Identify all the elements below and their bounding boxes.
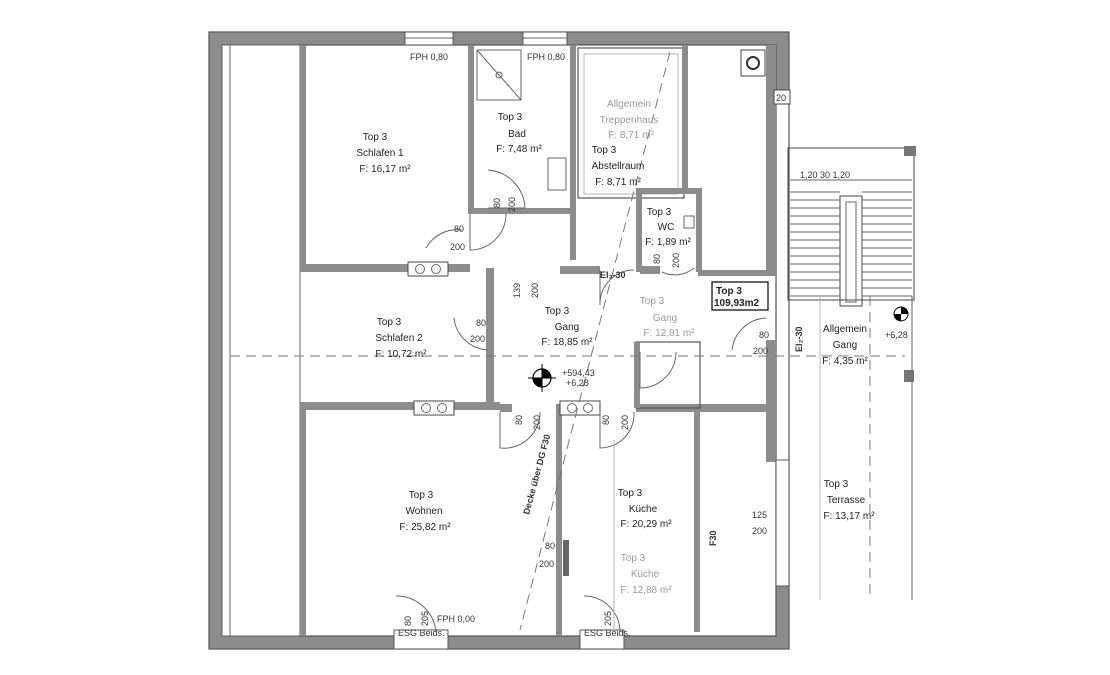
door-dim: 80 — [492, 198, 502, 208]
door-dim: 80 — [403, 616, 413, 626]
esg-label-1: ESG Beids. — [398, 628, 445, 638]
schlafen1-title: Top 3 — [363, 132, 388, 143]
unit-total: 109,93m2 — [714, 298, 759, 309]
gang-name: Gang — [555, 322, 579, 333]
schlafen2-name: Schlafen 2 — [375, 333, 423, 344]
door-dimensions: 80 200 80 200 139 200 80 200 80 200 80 2… — [403, 197, 769, 626]
fixtures — [476, 49, 695, 229]
level-value-2: +6,28 — [566, 378, 589, 388]
treppenhaus-name: Treppenhaus — [600, 115, 659, 126]
door-dim: 125 — [752, 510, 767, 520]
level-marker — [528, 306, 909, 392]
wc-name: WC — [658, 222, 675, 233]
door-dim: 80 — [652, 254, 662, 264]
schlafen2-title: Top 3 — [377, 317, 402, 328]
schlafen1-name: Schlafen 1 — [356, 148, 404, 159]
gang-old-area: F: 12,81 m² — [643, 328, 695, 339]
kueche-old-name: Küche — [631, 569, 660, 580]
room-labels: Top 3 Schlafen 1 F: 16,17 m² Top 3 Bad F… — [356, 99, 875, 596]
door-dim: 80 — [601, 415, 611, 425]
wohnen-area: F: 25,82 m² — [399, 522, 451, 533]
allg-gang-name: Gang — [833, 340, 857, 351]
reference-lines — [230, 51, 905, 631]
treppenhaus-title: Allgemein — [607, 99, 651, 110]
ei30-label-1: EI₂-30 — [600, 270, 626, 280]
schlafen1-area: F: 16,17 m² — [359, 164, 411, 175]
fph-label-3: FPH 0,00 — [437, 614, 475, 624]
unit-title: Top 3 — [716, 286, 742, 297]
kueche-name: Küche — [629, 504, 658, 515]
allg-gang-title: Allgemein — [823, 324, 867, 335]
kueche-title: Top 3 — [618, 488, 643, 499]
wc-title: Top 3 — [647, 207, 672, 218]
allg-gang-area: F: 4,35 m² — [822, 356, 868, 367]
door-dim: 200 — [753, 346, 768, 356]
door-dim: 205 — [603, 611, 613, 626]
door-dim: 205 — [420, 611, 430, 626]
door-dim: 200 — [620, 415, 630, 430]
door-dim: 139 — [512, 283, 522, 298]
door-dim: 200 — [671, 253, 681, 268]
terrasse-name: Terrasse — [827, 495, 866, 506]
decke-label: Decke über DG F30 — [521, 433, 552, 515]
left-strip — [221, 44, 301, 637]
treppenhaus-area: F: 8,71 m² — [608, 130, 654, 141]
terrasse-title: Top 3 — [824, 479, 849, 490]
door-dim: 80 — [476, 318, 486, 328]
window-labels: FPH 0,80 FPH 0,80 FPH 0,00 ESG Beids. ES… — [398, 52, 631, 638]
gang-title: Top 3 — [545, 306, 570, 317]
door-dim: 200 — [530, 283, 540, 298]
door-swings — [395, 169, 767, 633]
gang-old-title: Top 3 — [640, 296, 665, 307]
abstellraum-title: Top 3 — [592, 145, 617, 156]
door-dim: 200 — [752, 526, 767, 536]
kueche-old-title: Top 3 — [621, 553, 646, 564]
level-value-1: +594,43 — [562, 368, 595, 378]
door-dim: 200 — [507, 197, 517, 212]
windows — [393, 31, 790, 650]
door-dim: 80 — [514, 415, 524, 425]
stair-dimension: 1,20 30 1,20 — [800, 170, 850, 180]
schlafen2-area: F: 10,72 m² — [375, 349, 427, 360]
gang-old-name: Gang — [653, 313, 677, 324]
door-dim: 200 — [470, 334, 485, 344]
esg-label-2: ESG Beids. — [584, 628, 631, 638]
stair-count: 20 — [776, 93, 786, 103]
ei30-label-2: EI₂-30 — [794, 326, 804, 352]
abstellraum-name: Abstellraum — [592, 161, 645, 172]
door-dim: 200 — [539, 559, 554, 569]
kueche-area: F: 20,29 m² — [620, 519, 672, 530]
abstellraum-area: F: 8,71 m² — [595, 177, 641, 188]
door-dim: 80 — [454, 224, 464, 234]
fph-label-2: FPH 0,80 — [527, 52, 565, 62]
door-dim: 200 — [450, 242, 465, 252]
wohnen-name: Wohnen — [405, 506, 442, 517]
door-dim: 80 — [759, 330, 769, 340]
interior-walls — [300, 45, 776, 636]
stairs — [787, 146, 916, 600]
bad-area: F: 7,48 m² — [496, 144, 542, 155]
unit-total-box — [711, 281, 769, 311]
shafts — [407, 49, 791, 416]
bad-title: Top 3 — [498, 112, 523, 123]
wohnen-title: Top 3 — [409, 490, 434, 501]
fph-label-1: FPH 0,80 — [410, 52, 448, 62]
door-dim: 80 — [545, 541, 555, 551]
annotations: EI₂-30 EI₂-30 F30 Decke über DG F30 +594… — [521, 93, 908, 546]
door-dim: 200 — [532, 415, 542, 430]
kueche-old-area: F: 12,88 m² — [620, 585, 672, 596]
bad-name: Bad — [508, 129, 526, 140]
level-value-3: +6,28 — [885, 330, 908, 340]
f30-label: F30 — [708, 530, 718, 546]
gang-area: F: 18,85 m² — [541, 337, 593, 348]
terrasse-area: F: 13,17 m² — [823, 511, 875, 522]
wc-area: F: 1,89 m² — [645, 237, 691, 248]
